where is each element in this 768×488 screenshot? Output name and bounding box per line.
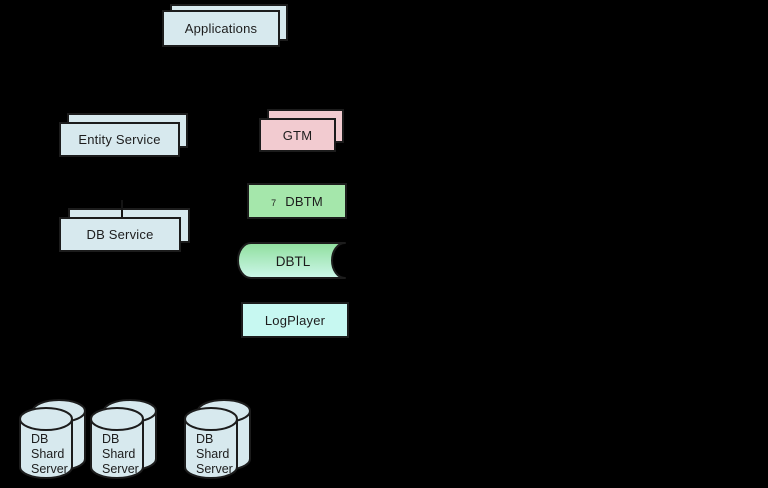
dbtm-label: DBTM (285, 193, 323, 209)
db-shard-cylinder-2: DB Shard Server (90, 399, 157, 479)
logplayer-node: LogPlayer (241, 302, 349, 338)
cylinder-front (184, 407, 238, 479)
entity-service-node: Entity Service (59, 113, 188, 157)
cylinder-front (19, 407, 73, 479)
db-shard-cylinder-1: DB Shard Server (19, 399, 86, 479)
entity-service-label: Entity Service (78, 132, 161, 147)
shard-label-line2: Shard (196, 447, 229, 461)
gtm-label: GTM (282, 127, 313, 143)
db-service-box: DB Service (59, 217, 181, 252)
entity-service-box: Entity Service (59, 122, 180, 157)
applications-box: Applications (162, 10, 280, 47)
dbtm-node: 7 DBTM (247, 183, 347, 219)
shard-label-line3: Server (196, 462, 233, 476)
dbtl-label: DBTL (276, 254, 311, 269)
shard-label-line2: Shard (31, 447, 64, 461)
logplayer-label: LogPlayer (264, 312, 326, 328)
db-service-node: DB Service (59, 200, 190, 252)
db-shard-cylinder-3: DB Shard Server (184, 399, 251, 479)
shard-label-line1: DB (102, 432, 119, 446)
dbtm-marker: 7 (271, 198, 277, 208)
applications-node: Applications (162, 4, 288, 47)
dbtl-shape (237, 242, 346, 279)
shard-label-line2: Shard (102, 447, 135, 461)
db-service-label: DB Service (86, 227, 154, 242)
cylinder-front (90, 407, 144, 479)
applications-label: Applications (184, 21, 258, 36)
shard-label-line1: DB (196, 432, 213, 446)
shard-label-line3: Server (31, 462, 68, 476)
dbtl-node: DBTL (237, 242, 346, 279)
shard-label-line3: Server (102, 462, 139, 476)
gtm-box: GTM (259, 118, 336, 152)
connector-entity-to-db (121, 200, 123, 218)
shard-label-line1: DB (31, 432, 48, 446)
gtm-node: GTM (259, 109, 344, 152)
